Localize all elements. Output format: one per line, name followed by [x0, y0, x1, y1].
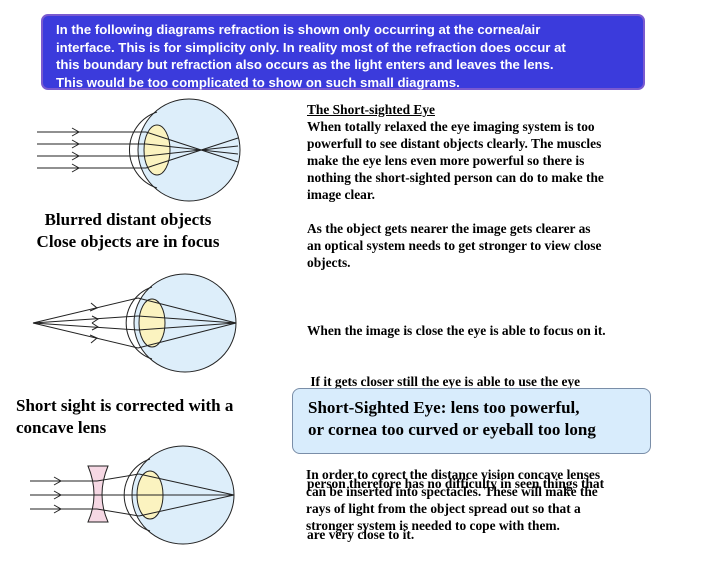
light-rays-3 [30, 473, 235, 517]
text-line: an optical system needs to get stronger … [307, 238, 602, 253]
text-line: powerfull to see distant objects clearly… [307, 136, 602, 151]
text-line: rays of light from the object spread out… [306, 501, 581, 516]
caption-line: Short sight is corrected with a [16, 396, 234, 415]
section-title: The Short-sighted Eye [307, 102, 435, 117]
callout-line: or cornea too curved or eyeball too long [308, 420, 596, 439]
light-rays-2 [32, 297, 237, 349]
text-line: nothing the short-sighted person can do … [307, 170, 604, 185]
note-line: This would be too complicated to show on… [56, 74, 460, 90]
caption-line: concave lens [16, 418, 107, 437]
light-rays-1 [37, 131, 239, 169]
text-line: are very close to it. [307, 527, 415, 542]
text-line: As the object gets nearer the image gets… [307, 221, 591, 236]
paragraph-nearer: As the object gets nearer the image gets… [307, 220, 707, 271]
note-line: interface. This is for simplicity only. … [56, 39, 566, 55]
arrow-heads-3 [53, 476, 63, 514]
text-line: person therefore has no difficulty in se… [307, 476, 605, 491]
text-line: objects. [307, 255, 351, 270]
text-line: make the eye lens even more powerful so … [307, 153, 585, 168]
text-line: If it gets closer still the eye is able … [307, 374, 581, 389]
note-line: this boundary but refraction also occurs… [56, 57, 554, 72]
summary-callout: Short-Sighted Eye: lens too powerful, or… [292, 388, 651, 454]
text-line: image clear. [307, 187, 375, 202]
caption-line: Blurred distant objects [44, 210, 212, 229]
arrow-heads-2 [89, 302, 99, 344]
note-box: In the following diagrams refraction is … [41, 14, 645, 90]
text-line: In order to corect the distance vision c… [306, 467, 601, 482]
text-line: can be inserted into spectacles. These w… [306, 484, 598, 499]
eyeball-1 [128, 98, 241, 202]
text-line: stronger system is needed to cope with t… [306, 518, 560, 533]
caption-line: Close objects are in focus [36, 232, 220, 251]
arrow-heads-1 [71, 127, 81, 173]
caption-blurred: Blurred distant objects Close objects ar… [0, 209, 256, 253]
caption-corrected: Short sight is corrected with a concave … [16, 395, 286, 439]
paragraph-correction: In order to corect the distance vision c… [306, 466, 706, 534]
text-line: When the image is close the eye is able … [307, 323, 606, 338]
text-line: When totally relaxed the eye imaging sys… [307, 119, 595, 134]
paragraph-relaxed: When totally relaxed the eye imaging sys… [307, 118, 707, 203]
callout-line: Short-Sighted Eye: lens too powerful, [308, 398, 580, 417]
concave-lens [87, 465, 109, 523]
note-line: In the following diagrams refraction is … [56, 22, 541, 37]
eye-lens-2 [138, 298, 166, 348]
